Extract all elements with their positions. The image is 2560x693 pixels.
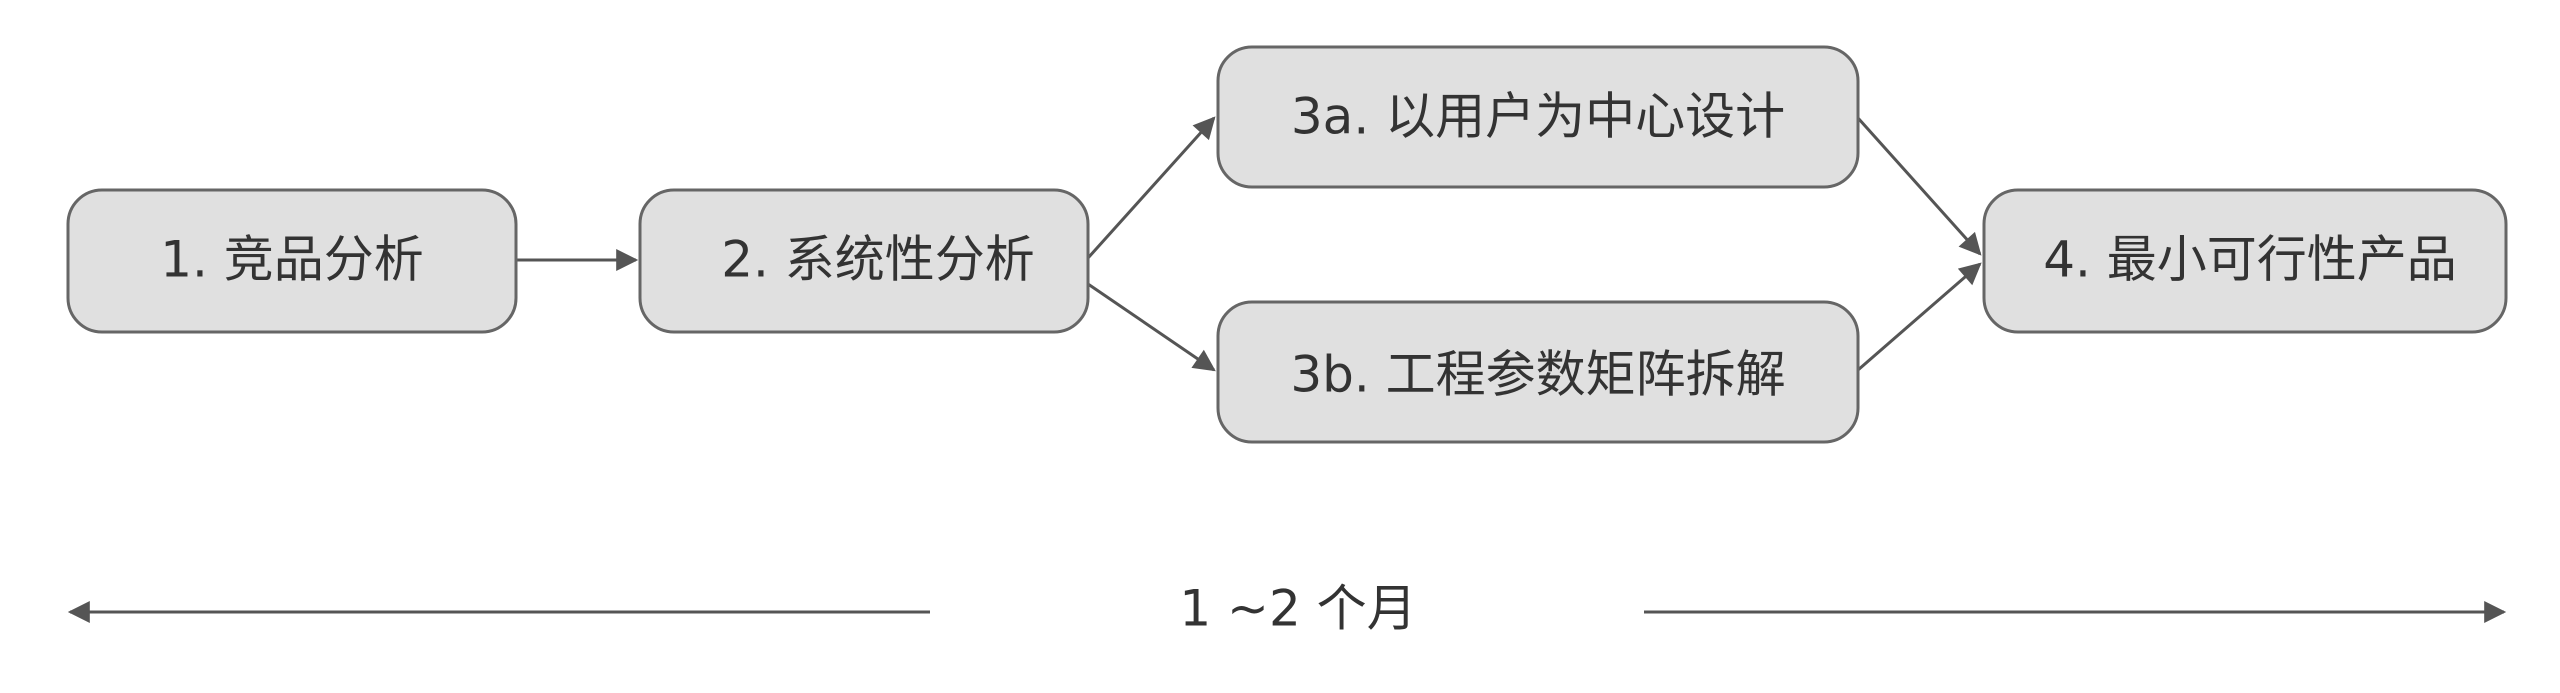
- node-label: 4. 最小可行性产品: [2043, 231, 2457, 289]
- node-label: 3a. 以用户为中心设计: [1291, 88, 1785, 146]
- node-user-centered-design: 3a. 以用户为中心设计: [1216, 45, 1860, 189]
- node-competitor-analysis: 1. 竞品分析: [66, 188, 518, 334]
- arrow-2-to-3a: [1086, 116, 1216, 260]
- timeline-label: 1 ~2 个月: [1179, 580, 1416, 638]
- arrow-3a-to-4: [1856, 116, 1982, 256]
- node-label: 1. 竞品分析: [160, 231, 424, 289]
- node-systematic-analysis: 2. 系统性分析: [638, 188, 1090, 334]
- node-mvp: 4. 最小可行性产品: [1982, 188, 2508, 334]
- node-label: 2. 系统性分析: [721, 231, 1035, 289]
- node-engineering-matrix: 3b. 工程参数矩阵拆解: [1216, 300, 1860, 444]
- timeline: 1 ~2 个月: [67, 580, 2507, 638]
- arrow-2-to-3b: [1087, 282, 1216, 372]
- node-label: 3b. 工程参数矩阵拆解: [1290, 346, 1785, 404]
- arrow-3b-to-4: [1857, 262, 1982, 372]
